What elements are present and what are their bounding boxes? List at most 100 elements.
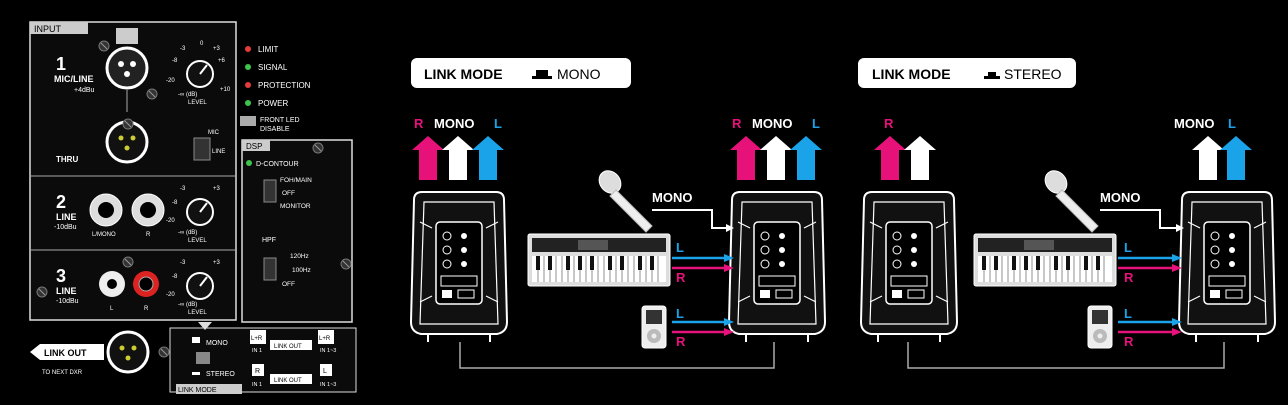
ch2-label: LINE — [56, 212, 77, 222]
out-l-label: L — [494, 116, 502, 131]
screw-icon — [146, 88, 158, 100]
mono-title: LINK MODE — [424, 66, 503, 82]
lm-tag: L — [323, 368, 327, 375]
link-out-tag — [30, 344, 104, 360]
ch2-level-text: -10dBu — [54, 224, 77, 231]
line-label: LINE — [212, 149, 225, 155]
link-cable — [459, 342, 775, 369]
mic-signal-label: MONO — [652, 190, 692, 205]
stereo-mode-icon — [984, 72, 1000, 79]
link-section: LINK OUT TO NEXT DXR LINK MODE MONO STER… — [30, 322, 357, 394]
led-label: POWER — [258, 99, 288, 108]
knob-tick: -8 — [172, 58, 178, 64]
mic-line-switch[interactable] — [193, 137, 211, 161]
xlr-input-1[interactable] — [105, 28, 149, 90]
knob-tick: +3 — [213, 46, 221, 52]
ipod-l-label: L — [1124, 306, 1132, 321]
link-mode-panel-title: LINK MODE — [178, 387, 217, 394]
screw-icon — [36, 286, 48, 298]
lm-tag: LINK OUT — [274, 344, 302, 350]
knob-tick: -20 — [166, 292, 175, 298]
out-l-label: L — [812, 116, 820, 131]
phone-jack-l-mono[interactable] — [89, 193, 123, 227]
monitor-label: MONITOR — [280, 203, 311, 210]
lm-tag: L+R — [251, 336, 263, 342]
signal-arrow — [724, 264, 734, 272]
disable-label: DISABLE — [260, 126, 290, 133]
signal-arrow — [1172, 254, 1182, 262]
lm-stereo-label: STEREO — [206, 371, 235, 378]
off-label: OFF — [282, 190, 295, 197]
screw-icon — [122, 118, 134, 130]
signal-arrow — [1172, 264, 1182, 272]
microphone-icon — [594, 165, 653, 233]
thru-label: THRU — [56, 155, 78, 164]
screw-icon — [98, 40, 110, 52]
signal-arrow — [1172, 318, 1182, 326]
knob-tick: -20 — [166, 78, 175, 84]
knob-level-label: LEVEL — [188, 100, 207, 106]
level-knob-1[interactable] — [186, 60, 214, 88]
out-r-label: R — [732, 116, 742, 131]
level-knob-2[interactable] — [186, 198, 214, 226]
ipod-r-label: R — [1124, 334, 1134, 349]
ch3-label: LINE — [56, 286, 77, 296]
panel-frame — [29, 21, 237, 321]
arrow-up-icon — [760, 136, 792, 180]
front-led-switch[interactable] — [240, 116, 256, 126]
hpf-label: HPF — [262, 237, 276, 244]
media-player-icon — [641, 305, 667, 349]
lm-tag: R — [255, 368, 260, 375]
out-mono-label: MONO — [1174, 116, 1214, 131]
arrow-up-icon — [730, 136, 762, 180]
arrow-up-icon — [1192, 136, 1224, 180]
lm-tag: IN 1~3 — [320, 382, 336, 388]
lm-tag: LINK OUT — [274, 378, 302, 384]
stereo-title: LINK MODE — [872, 66, 951, 82]
out-mono-label: MONO — [752, 116, 792, 131]
ipod-l-label: L — [676, 306, 684, 321]
stereo-icon — [192, 372, 200, 375]
out-l-label: L — [1228, 116, 1236, 131]
link-mode-switch[interactable] — [196, 352, 210, 364]
led-label: PROTECTION — [258, 81, 311, 90]
xlr-link-out[interactable] — [106, 330, 150, 374]
knob-tick: +3 — [213, 260, 221, 266]
phone-jack-r[interactable] — [131, 193, 165, 227]
link-out-label: LINK OUT — [44, 348, 87, 358]
kb-l-label: L — [676, 240, 684, 255]
screw-icon — [122, 256, 134, 268]
kb-r-label: R — [1124, 270, 1134, 285]
rear-panel: INPUT 1 MIC/LINE +4dBu THRU -3 0 +3 +6 -… — [29, 21, 237, 321]
rca-jack-r[interactable] — [133, 271, 159, 297]
arrow-up-icon — [904, 136, 936, 180]
input-title: INPUT — [34, 24, 62, 34]
knob-tick: -∞ (dB) — [178, 92, 197, 98]
speaker-3 — [860, 191, 958, 343]
arrow-up-icon — [790, 136, 822, 180]
xlr-thru[interactable] — [105, 120, 149, 164]
stereo-title-box — [858, 58, 1076, 88]
led-power — [245, 100, 251, 106]
signal-arrow — [724, 318, 734, 326]
knob-tick: -∞ (dB) — [178, 230, 197, 236]
level-knob-3[interactable] — [186, 272, 214, 300]
media-player-icon — [1087, 305, 1113, 349]
arrow-up-icon — [874, 136, 906, 180]
led-label: SIGNAL — [258, 63, 288, 72]
kb-l-label: L — [1124, 240, 1132, 255]
hz120-label: 120Hz — [290, 253, 309, 260]
stereo-diagram: LINK MODE STEREO R MONO L MONO L R L R — [858, 58, 1276, 369]
mic-label: MIC — [208, 130, 220, 136]
ipod-r-label: R — [676, 334, 686, 349]
to-next-label: TO NEXT DXR — [42, 370, 83, 376]
signal-arrow — [724, 254, 734, 262]
mono-title-box — [411, 58, 631, 88]
d-contour-switch[interactable] — [263, 179, 277, 203]
d-contour-label: D-CONTOUR — [256, 161, 299, 168]
rca-jack-l[interactable] — [99, 271, 125, 297]
speaker-1 — [410, 191, 508, 343]
hpf-switch[interactable] — [263, 257, 277, 281]
out-r-label: R — [414, 116, 424, 131]
off-label: OFF — [282, 281, 295, 288]
